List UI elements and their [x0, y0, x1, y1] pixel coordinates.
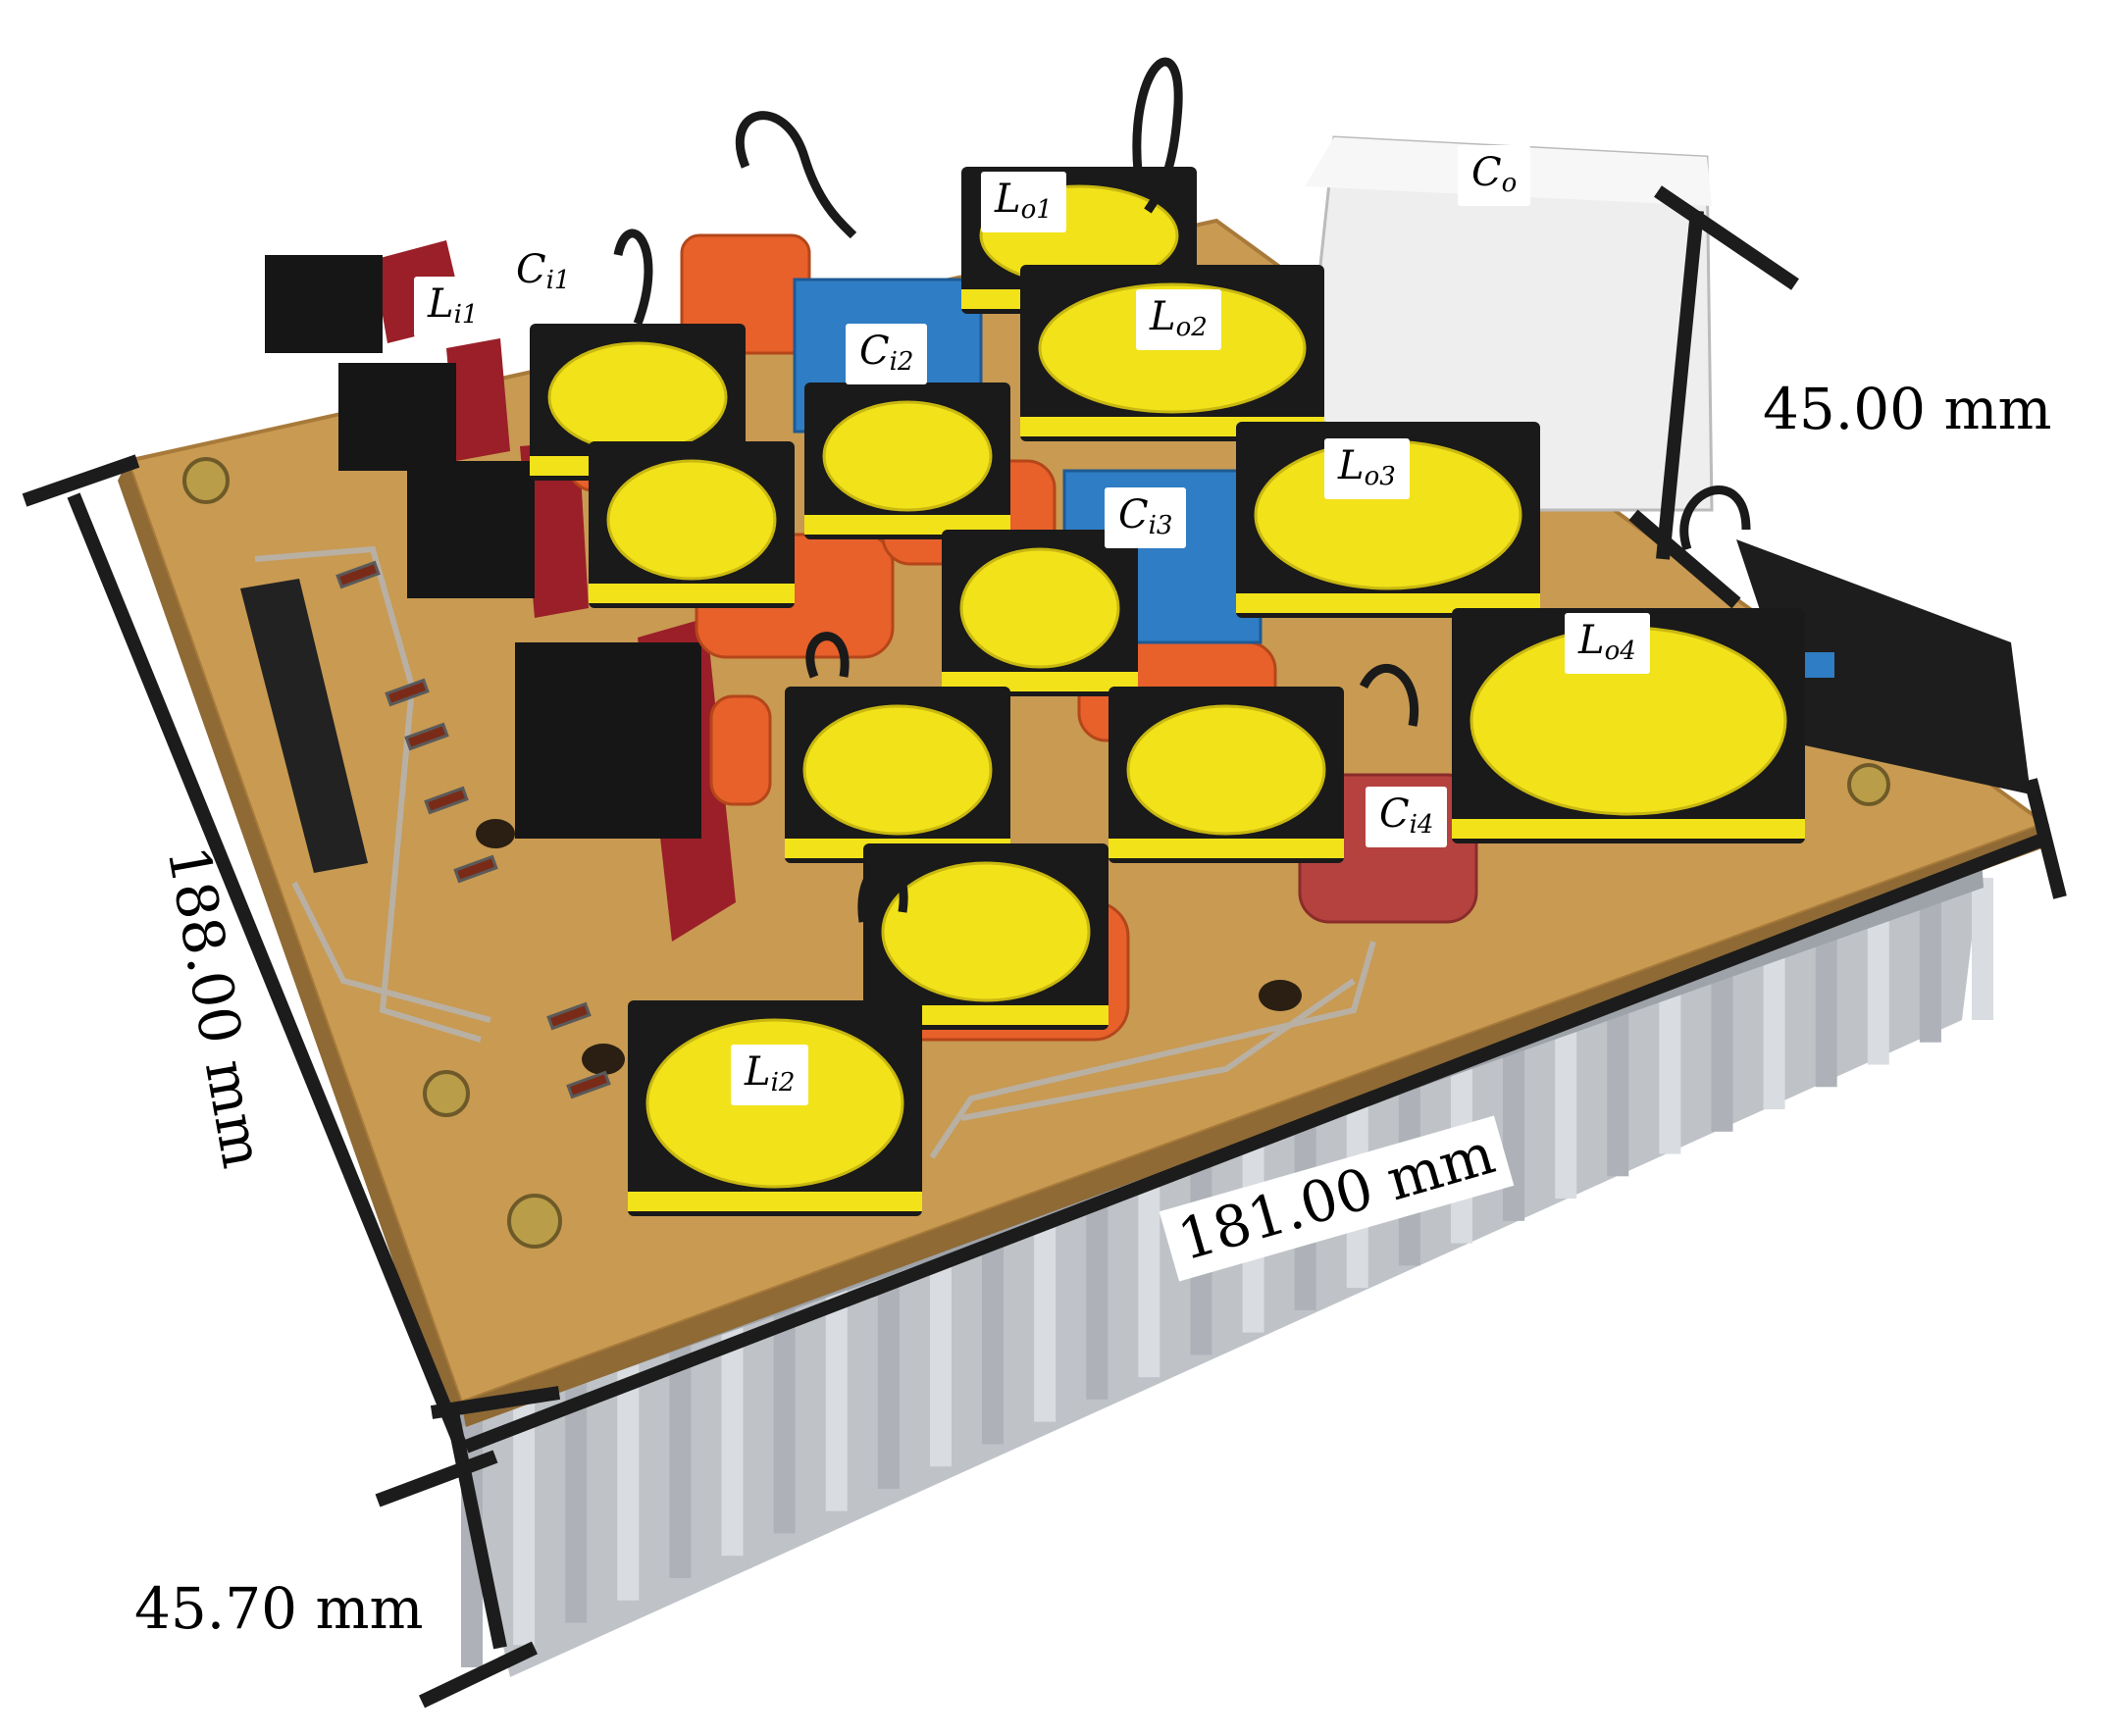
heatsink-fin: [513, 1394, 536, 1646]
heatsink-fin: [565, 1375, 588, 1623]
dimension-height-heatsink: 45.70 mm: [123, 1574, 436, 1647]
inductor-winding: [606, 459, 777, 581]
label-Ci3: Ci3: [1105, 487, 1187, 548]
heatsink-fin: [1555, 1025, 1577, 1200]
heatsink-fin: [617, 1356, 640, 1601]
mounting-screws: [182, 457, 1890, 1249]
label-Ci1: Ci1: [502, 242, 585, 303]
inductor-tape: [863, 1005, 1109, 1025]
right-pin-header: [1736, 539, 2031, 794]
inductor-winding: [802, 704, 993, 836]
label-Lo1: Lo1: [981, 172, 1066, 232]
label-Li1: Li1: [414, 277, 492, 337]
label-Ci2: Ci2: [846, 324, 928, 384]
label-Lo2: Lo2: [1136, 289, 1221, 350]
wire-loops: [613, 57, 1751, 923]
label-Ci4: Ci4: [1366, 787, 1448, 847]
inductor-winding: [822, 400, 993, 512]
inductor-winding: [959, 547, 1120, 669]
diodes: [335, 560, 611, 1099]
small-blue-cap: [1805, 652, 1834, 678]
heatsink-fin: [929, 1246, 952, 1467]
heatsink-fin: [669, 1338, 692, 1578]
heatsink-fin: [982, 1228, 1005, 1445]
heatsink-fin: [877, 1264, 900, 1489]
heatsink-fin: [1138, 1172, 1160, 1378]
label-Lo4: Lo4: [1565, 613, 1650, 674]
heatsink-fin: [825, 1283, 848, 1511]
heatsink-fin: [1034, 1209, 1057, 1422]
heatsink-fin: [1086, 1191, 1109, 1400]
heatsink-fin: [1711, 969, 1733, 1132]
label-Lo3: Lo3: [1324, 438, 1410, 499]
inductor-winding: [1126, 704, 1326, 836]
dimension-height-top: 45.00 mm: [1751, 375, 2064, 447]
left-pin-header: [240, 579, 368, 873]
heatsink-fin: [1659, 988, 1681, 1154]
label-Co: Co: [1458, 145, 1531, 206]
heatsink-fin: [1972, 878, 1993, 1020]
heatsink-fin: [1815, 933, 1837, 1088]
label-Li2: Li2: [731, 1045, 809, 1105]
heatsink-fin: [1867, 914, 1889, 1065]
heatsink-fin: [1607, 1006, 1629, 1177]
inductor-tape: [589, 584, 795, 603]
heatsink-fin: [721, 1320, 744, 1557]
heatsink-fin: [1763, 951, 1785, 1110]
inductor-tape: [1452, 819, 1805, 839]
heatsink-fin: [773, 1302, 796, 1534]
inductor-winding: [881, 861, 1091, 1002]
inductors: [530, 167, 1805, 1216]
inductor-tape: [628, 1192, 922, 1211]
heatsink-fin: [1919, 895, 1941, 1043]
inductor-tape: [1109, 839, 1344, 858]
